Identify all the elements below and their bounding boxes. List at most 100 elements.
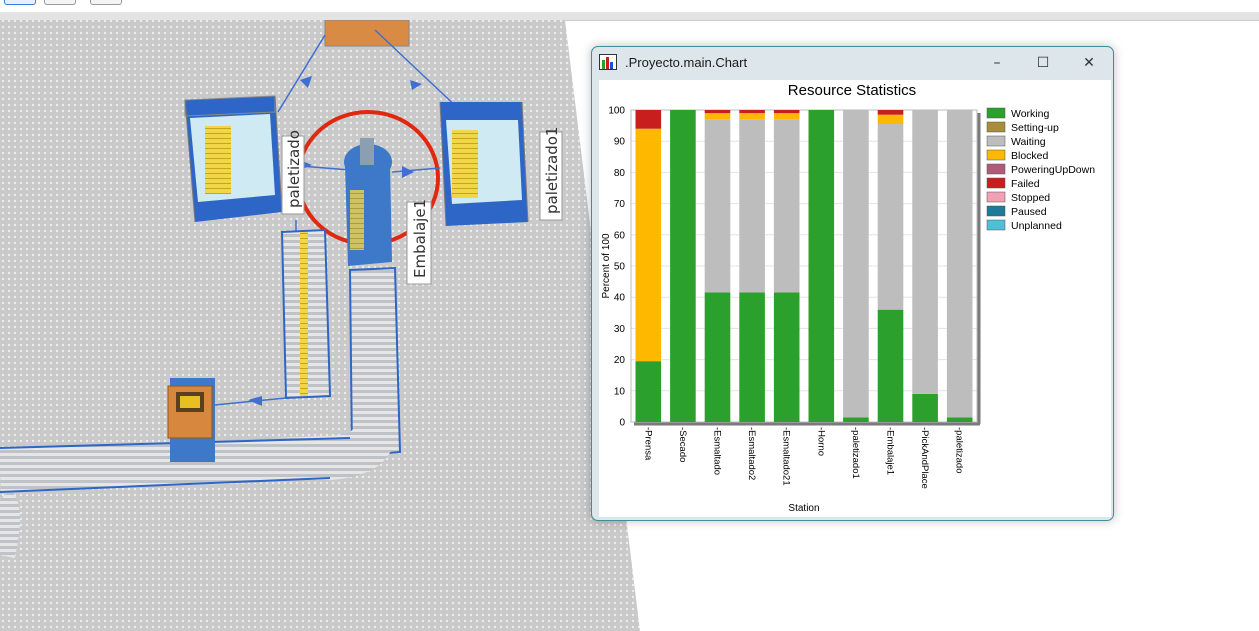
palletizer-paletizado1[interactable] xyxy=(439,101,529,227)
chart-title: Resource Statistics xyxy=(788,82,916,99)
svg-text:paletizado1: paletizado1 xyxy=(543,127,561,214)
x-tick-label: -Esmaltado21 xyxy=(781,427,792,486)
legend-swatch xyxy=(986,205,1006,217)
y-tick-label: 70 xyxy=(614,199,626,210)
connector-arrows xyxy=(248,76,422,406)
chart-window[interactable]: .Proyecto.main.Chart – ☐ ✕ Resource Stat… xyxy=(591,46,1114,521)
bar-segment xyxy=(808,110,835,422)
conveyor-embalaje1[interactable] xyxy=(345,165,402,458)
conveyor-rail-lower xyxy=(0,477,331,493)
label-paletizado1: paletizado1 xyxy=(539,127,563,221)
simulation-3d-view[interactable]: paletizado paletizado1 Embalaje1 xyxy=(0,20,1259,631)
x-tick-label: -Esmaltado2 xyxy=(746,427,757,480)
bar-segment xyxy=(877,114,904,125)
resource-statistics-chart: Resource Statistics 01020304050607080901… xyxy=(601,82,1095,514)
legend: WorkingSetting-upWaitingBlockedPoweringU… xyxy=(986,107,1095,232)
bar-segment xyxy=(946,110,973,418)
bar-segment xyxy=(912,110,938,394)
legend-label: Stopped xyxy=(1011,192,1050,204)
y-tick-label: 90 xyxy=(614,137,626,148)
y-tick-label: 30 xyxy=(614,324,626,335)
y-tick-label: 50 xyxy=(614,262,626,273)
x-tick-label: -Embalaje1 xyxy=(885,427,896,475)
bar-segment xyxy=(773,113,800,120)
legend-label: Blocked xyxy=(1011,150,1049,162)
x-axis-label: Station xyxy=(788,503,819,514)
bar-segment xyxy=(773,292,800,422)
svg-text:paletizado: paletizado xyxy=(285,130,303,208)
y-tick-label: 80 xyxy=(614,168,626,179)
bar-segment xyxy=(739,110,765,114)
palletizer-paletizado[interactable] xyxy=(184,95,283,223)
conveyor-main[interactable] xyxy=(0,416,398,492)
legend-swatch xyxy=(986,177,1006,189)
x-tick-label: -PickAndPlace xyxy=(919,427,930,489)
bar-segment xyxy=(877,124,904,310)
close-button[interactable]: ✕ xyxy=(1083,55,1095,71)
window-title: .Proyecto.main.Chart xyxy=(625,55,748,70)
x-tick-label: -Prensa xyxy=(642,427,653,461)
legend-swatch xyxy=(986,149,1006,161)
svg-text:Embalaje1: Embalaje1 xyxy=(411,199,429,278)
legend-label: Waiting xyxy=(1011,136,1046,148)
legend-swatch xyxy=(986,121,1006,133)
bar-segment xyxy=(635,110,662,129)
y-axis-label: Percent of 100 xyxy=(601,233,612,298)
legend-label: Setting-up xyxy=(1011,122,1059,134)
bar-segment xyxy=(739,292,765,422)
label-embalaje1: Embalaje1 xyxy=(406,199,432,285)
y-tick-label: 10 xyxy=(614,386,626,397)
bar-segment xyxy=(912,393,938,422)
legend-swatch xyxy=(986,135,1006,147)
process-connectors xyxy=(214,29,463,406)
bar-segment xyxy=(704,113,731,120)
bar-segment xyxy=(946,417,973,422)
chart-app-icon xyxy=(599,54,617,70)
minimize-button[interactable]: – xyxy=(993,55,1001,71)
legend-label: Unplanned xyxy=(1011,220,1062,232)
x-tick-label: -paletizado1 xyxy=(850,427,861,479)
legend-label: Paused xyxy=(1011,206,1047,218)
bar-segment xyxy=(843,110,869,418)
bar-segment xyxy=(704,292,731,422)
bar-segment xyxy=(773,110,800,114)
legend-swatch xyxy=(986,219,1006,231)
bar-segment xyxy=(704,110,731,114)
bar-segment xyxy=(843,417,869,422)
y-tick-label: 60 xyxy=(614,230,626,241)
toolbar-button-3[interactable] xyxy=(90,0,122,5)
bars xyxy=(634,110,981,426)
y-tick-label: 40 xyxy=(614,293,626,304)
pallet-source xyxy=(324,20,410,47)
label-paletizado: paletizado xyxy=(281,130,305,215)
y-tick-label: 20 xyxy=(614,355,626,366)
bar-segment xyxy=(877,110,904,115)
y-tick-label: 0 xyxy=(619,418,625,429)
bar-segment xyxy=(739,119,765,293)
x-tick-label: -Esmaltado xyxy=(712,427,723,475)
legend-swatch xyxy=(986,107,1006,119)
window-titlebar[interactable]: .Proyecto.main.Chart – ☐ ✕ xyxy=(592,47,1113,79)
conveyor-main-curve xyxy=(0,489,20,559)
maximize-button[interactable]: ☐ xyxy=(1036,55,1050,71)
toolbar-button-1[interactable] xyxy=(4,0,36,5)
station-prensa[interactable] xyxy=(167,378,215,462)
bar-segment xyxy=(773,119,800,293)
x-tick-label: -Secado xyxy=(677,427,688,462)
x-tick-labels: -Prensa -Secado -Esmaltado -Esmaltado2 -Esma… xyxy=(642,427,964,489)
legend-label: PoweringUpDown xyxy=(1011,164,1095,176)
bar-segment xyxy=(670,110,696,422)
bar-segment xyxy=(739,113,765,120)
legend-swatch xyxy=(986,163,1006,175)
toolbar-divider xyxy=(0,12,1259,21)
bar-segment xyxy=(635,361,662,422)
bar-segment xyxy=(635,128,662,362)
conveyor-feed[interactable] xyxy=(280,228,332,400)
x-tick-label: -Horno xyxy=(815,427,826,456)
toolbar-button-2[interactable] xyxy=(44,0,76,5)
x-tick-label: -paletizado xyxy=(954,427,965,473)
legend-swatch xyxy=(986,191,1006,203)
plot-border xyxy=(630,109,978,423)
